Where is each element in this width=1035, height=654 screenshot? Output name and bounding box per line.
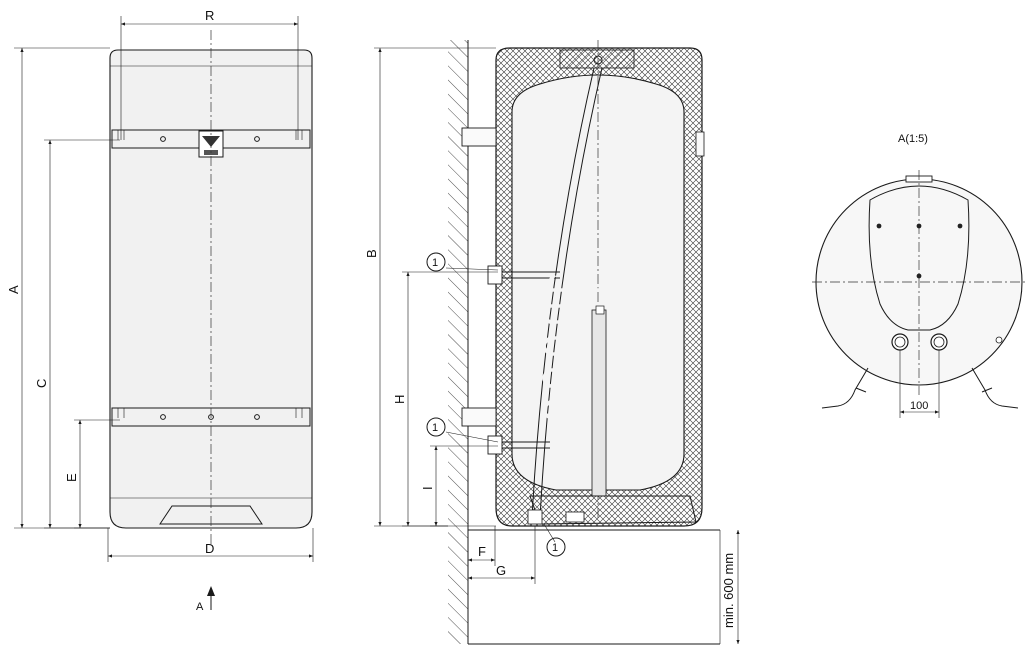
heating-coil bbox=[498, 271, 659, 449]
dimension-g: G bbox=[468, 526, 536, 584]
dim-label-r: R bbox=[205, 8, 214, 23]
stand-legs bbox=[821, 367, 1019, 409]
detail-view-title: A(1:5) bbox=[898, 133, 928, 145]
callout-number: 1 bbox=[432, 257, 438, 269]
bottom-cover bbox=[159, 505, 263, 525]
dimension-min-clearance: min. 600 mm bbox=[721, 530, 740, 644]
dim-label-i: I bbox=[420, 486, 435, 490]
min-clearance-label: min. 600 mm bbox=[721, 553, 736, 628]
dimension-f: F bbox=[468, 526, 496, 566]
dim-label-c: C bbox=[34, 379, 49, 388]
dimension-b: B bbox=[364, 47, 496, 527]
dimension-e: E bbox=[64, 419, 120, 529]
dim-label-100: 100 bbox=[910, 400, 928, 412]
mount-plate bbox=[868, 185, 970, 331]
dimension-a: A bbox=[6, 47, 110, 529]
dimension-h: H bbox=[392, 271, 498, 527]
dim-label-h: H bbox=[392, 395, 407, 404]
view-marker-label: A bbox=[196, 601, 204, 613]
dim-label-b: B bbox=[364, 249, 379, 258]
dim-label-g: G bbox=[496, 563, 506, 578]
dim-label-e: E bbox=[64, 473, 79, 482]
dim-label-a: A bbox=[6, 285, 21, 294]
dim-label-f: F bbox=[478, 544, 486, 559]
wall-hatch bbox=[448, 40, 468, 644]
dimension-d: D bbox=[107, 528, 314, 562]
dimension-c: C bbox=[34, 139, 120, 529]
dimension-r: R bbox=[120, 8, 299, 140]
section-view: 1 1 1 B H I bbox=[364, 40, 740, 645]
view-marker-a: A bbox=[196, 586, 215, 613]
callout-1-bottom: 1 bbox=[543, 523, 566, 557]
callout-1-middle: 1 bbox=[426, 417, 499, 443]
dimension-100: 100 bbox=[899, 350, 940, 418]
dim-label-d: D bbox=[205, 541, 214, 556]
pipe-opening-left bbox=[891, 333, 909, 351]
front-view: R A C E D bbox=[6, 8, 314, 613]
callout-1-top: 1 bbox=[426, 252, 499, 272]
callout-number: 1 bbox=[432, 422, 438, 434]
detail-view-a: A(1:5) 100 bbox=[812, 133, 1026, 418]
dip-tube bbox=[531, 67, 595, 519]
heating-element bbox=[591, 309, 607, 497]
callout-number: 1 bbox=[552, 542, 558, 554]
pipe-opening-right bbox=[930, 333, 948, 351]
dimension-i: I bbox=[420, 445, 498, 527]
